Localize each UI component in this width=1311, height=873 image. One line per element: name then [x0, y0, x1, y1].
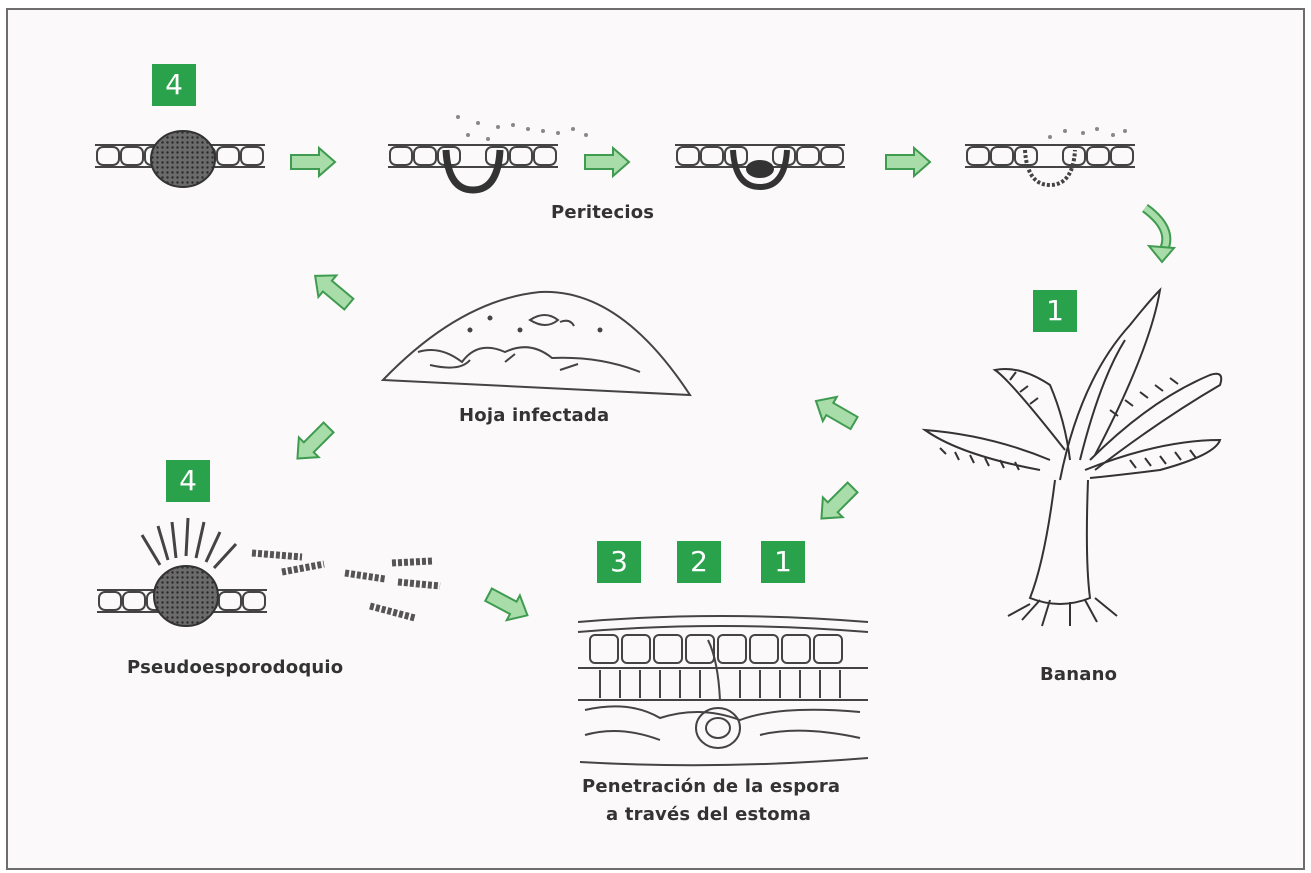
arrow-to-peritecios	[306, 265, 358, 315]
arrow-right-3	[886, 148, 930, 176]
leaf-cross-section	[578, 616, 868, 765]
banana-plant	[925, 290, 1221, 626]
arrow-to-leaf	[809, 389, 861, 435]
stage-badge-penetration-1: 1	[761, 541, 805, 583]
stage-badge-pseudo: 4	[166, 460, 210, 502]
stage-badge-banano: 1	[1033, 290, 1077, 332]
peritecio-stage-b	[388, 115, 588, 190]
infected-leaf	[383, 292, 690, 395]
label-peritecios: Peritecios	[551, 202, 654, 223]
arrow-right-1	[291, 148, 335, 176]
stage-badge-penetration-2: 2	[677, 541, 721, 583]
arrow-to-pseudo	[288, 418, 339, 469]
pseudoesporodoquio-illustration	[97, 518, 440, 626]
peritecio-stage-a	[95, 131, 265, 187]
label-penetracion-line2: a través del estoma	[606, 804, 811, 825]
label-pseudoesporodoquio: Pseudoesporodoquio	[127, 657, 343, 678]
label-hoja-infectada: Hoja infectada	[459, 405, 609, 426]
arrow-pseudo-to-penetration	[482, 582, 534, 627]
label-banano: Banano	[1040, 664, 1117, 685]
peritecio-stage-d	[965, 127, 1135, 185]
arrow-to-penetration	[812, 478, 863, 529]
stage-badge-penetration-3: 3	[597, 541, 641, 583]
label-penetracion-line1: Penetración de la espora	[582, 776, 840, 797]
arrow-right-2	[585, 148, 629, 176]
peritecio-stage-c	[675, 145, 845, 187]
stage-badge-peritecios: 4	[152, 64, 196, 106]
